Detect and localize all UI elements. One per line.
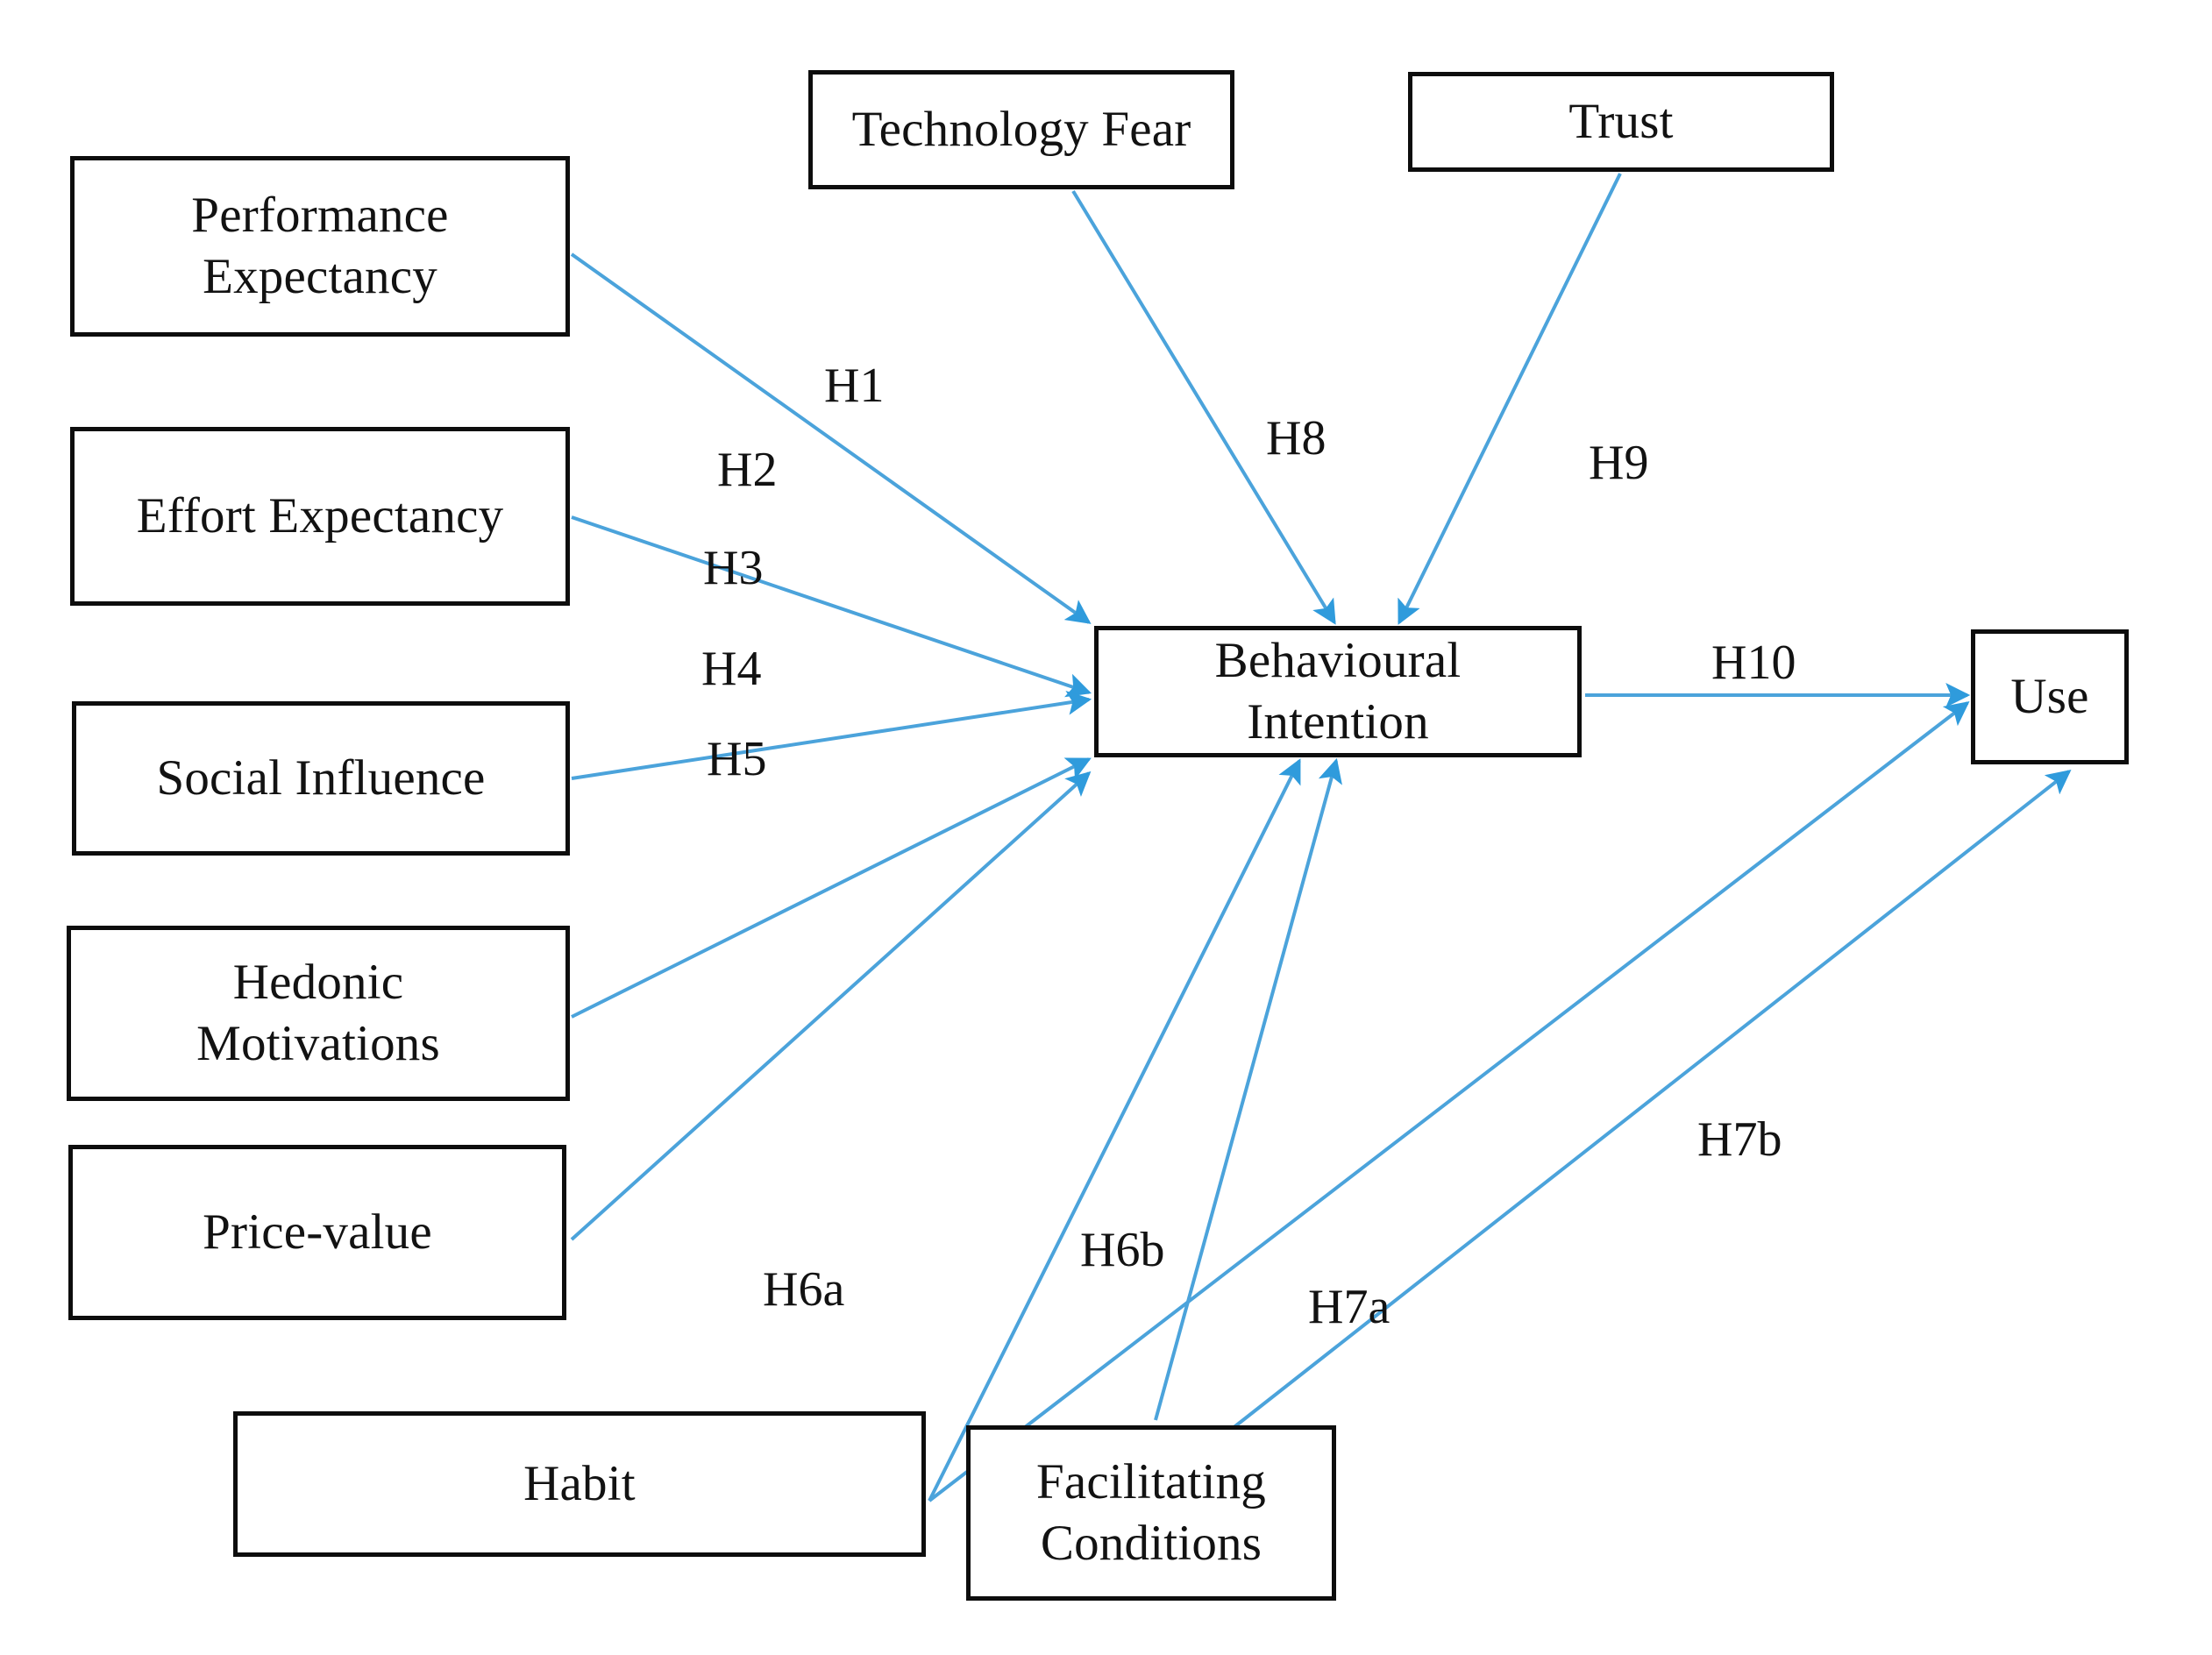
node-label-facilitating-conditions: Facilitating Conditions (1035, 1454, 1267, 1571)
edge-h8 (1071, 189, 1336, 625)
edge-label-h2: H2 (717, 443, 778, 497)
edge-h4 (571, 757, 1092, 1019)
edge-label-h6a: H6a (763, 1262, 845, 1317)
edge-label-h1: H1 (824, 359, 885, 413)
edge-h3 (571, 690, 1092, 780)
node-behavioural-intention[interactable]: Behavioural Intention (1094, 626, 1582, 757)
node-technology-fear[interactable]: Technology Fear (808, 70, 1234, 189)
node-label-trust: Trust (1568, 94, 1674, 150)
edge-label-h6b: H6b (1080, 1223, 1165, 1277)
node-use[interactable]: Use (1971, 629, 2129, 764)
node-hedonic-motivations[interactable]: Hedonic Motivations (67, 926, 570, 1101)
edge-h1 (570, 252, 1092, 624)
edge-h6a (928, 701, 1970, 1502)
edge-label-h9: H9 (1589, 436, 1649, 490)
edge-h9 (1398, 173, 1622, 625)
edge-label-h5: H5 (707, 732, 767, 786)
edge-h7b (1226, 770, 2072, 1434)
node-effort-expectancy[interactable]: Effort Expectancy (70, 427, 570, 606)
edge-label-h7a: H7a (1308, 1280, 1391, 1334)
node-label-use: Use (2010, 669, 2089, 725)
node-label-hedonic-motivations: Hedonic Motivations (196, 955, 440, 1071)
edge-label-h8: H8 (1266, 411, 1326, 465)
edge-h6b (928, 758, 1301, 1502)
node-habit[interactable]: Habit (233, 1411, 926, 1557)
node-label-effort-expectancy: Effort Expectancy (136, 488, 504, 544)
edge-label-h10: H10 (1711, 636, 1796, 690)
node-trust[interactable]: Trust (1408, 72, 1834, 172)
node-social-influence[interactable]: Social Influence (72, 701, 570, 856)
node-label-technology-fear: Technology Fear (851, 102, 1191, 158)
edge-label-h4: H4 (701, 642, 762, 696)
edge-label-h3: H3 (703, 541, 764, 595)
node-label-behavioural-intention: Behavioural Intention (1214, 633, 1462, 749)
node-label-price-value: Price-value (203, 1204, 432, 1261)
edge-h7a (1154, 757, 1342, 1421)
node-price-value[interactable]: Price-value (68, 1145, 566, 1320)
node-label-social-influence: Social Influence (156, 750, 486, 806)
edge-h5 (570, 771, 1092, 1241)
node-label-performance-expectancy: Performance Expectancy (191, 188, 449, 304)
node-facilitating-conditions[interactable]: Facilitating Conditions (966, 1425, 1336, 1601)
edge-h2 (571, 515, 1092, 698)
node-performance-expectancy[interactable]: Performance Expectancy (70, 156, 570, 337)
edge-label-h7b: H7b (1697, 1112, 1782, 1167)
edges-group (570, 173, 2072, 1502)
node-label-habit: Habit (523, 1456, 636, 1512)
